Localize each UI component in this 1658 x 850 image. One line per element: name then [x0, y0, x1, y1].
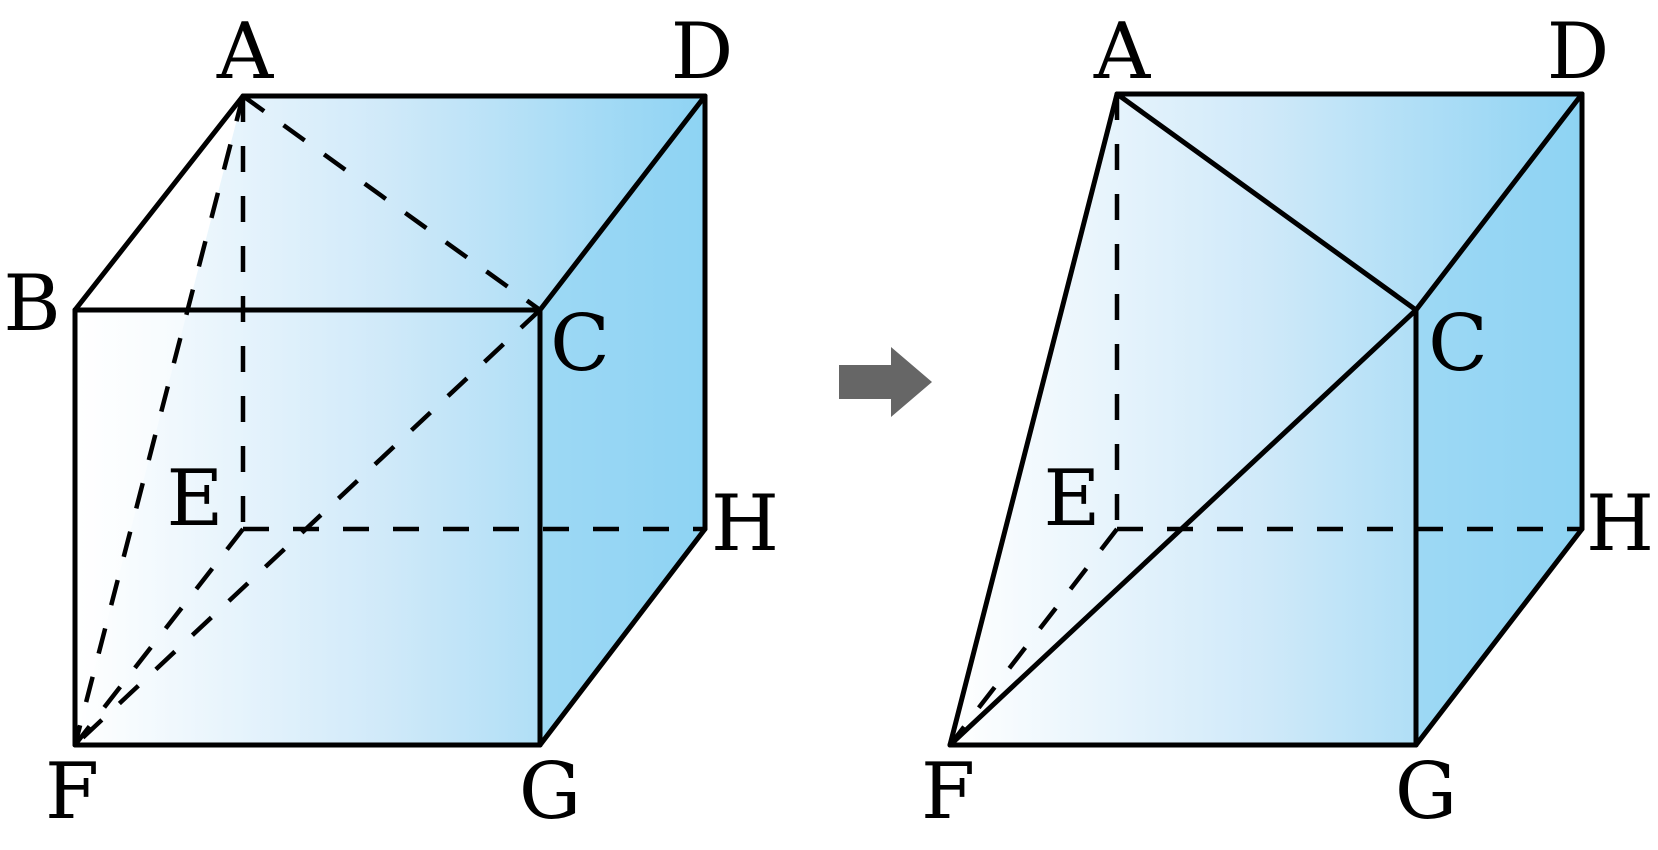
right-edge-CD — [1413, 91, 1585, 313]
right-label-F: F — [921, 747, 975, 837]
right-label-H: H — [1586, 479, 1654, 569]
left-label-D: D — [671, 7, 734, 97]
left-label-B: B — [3, 259, 60, 349]
left-edge-CF — [73, 308, 542, 747]
arrow-shape — [839, 347, 932, 417]
right-label-C: C — [1428, 299, 1488, 389]
right-edge-CF — [947, 307, 1419, 748]
left-edge-GH — [537, 526, 708, 748]
left-label-A: A — [216, 7, 275, 97]
left-edge-AB — [72, 93, 246, 313]
right-edge-AF — [947, 91, 1120, 748]
right-edge-AC — [1114, 91, 1419, 313]
right-arrow-icon — [839, 347, 932, 417]
left-label-E: E — [167, 454, 224, 544]
right-label-G: G — [1395, 747, 1457, 837]
left-cube: A D B C E H F G — [3, 7, 779, 837]
left-label-C: C — [550, 299, 610, 389]
left-edge-AF — [72, 95, 246, 746]
left-edge-AC — [241, 94, 542, 312]
left-label-G: G — [519, 747, 581, 837]
right-solid: A D C E H F G — [921, 7, 1654, 837]
right-label-A: A — [1093, 7, 1152, 97]
right-edge-GH — [1413, 526, 1585, 748]
right-label-E: E — [1044, 454, 1101, 544]
left-label-H: H — [711, 479, 779, 569]
left-label-F: F — [45, 747, 99, 837]
left-edge-CD — [537, 93, 708, 313]
right-label-D: D — [1547, 7, 1610, 97]
